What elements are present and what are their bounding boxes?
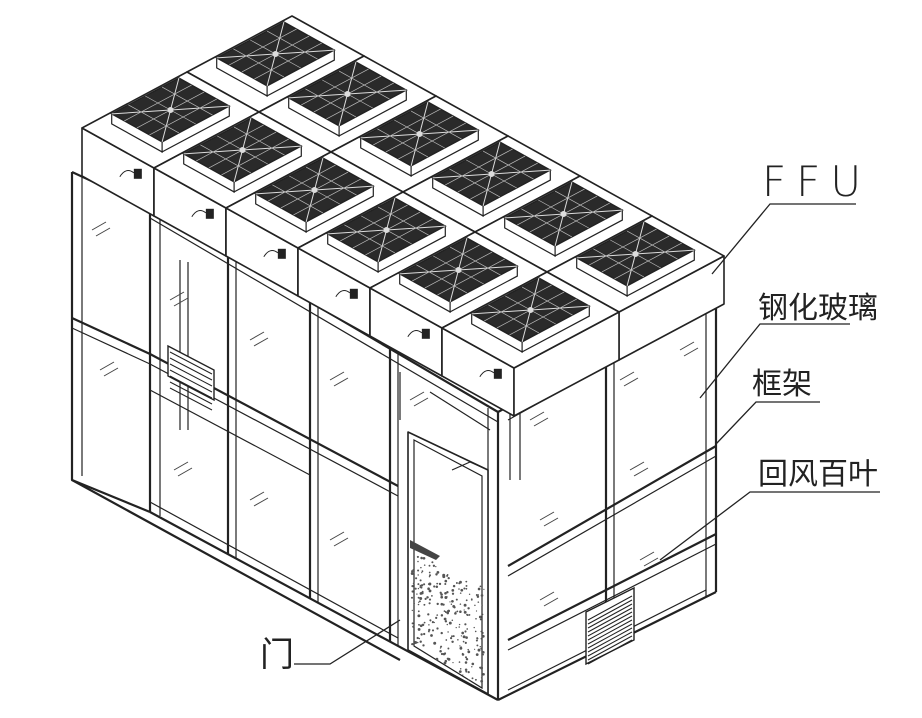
frame-back-interior	[149, 260, 521, 480]
tempered-glass-leader	[699, 323, 850, 399]
label-door: 门	[260, 635, 294, 675]
label-tempered-glass: 钢化玻璃	[758, 291, 878, 326]
ffu-units	[81, 15, 725, 417]
label-frame: 框架	[752, 367, 812, 402]
ffu-leader	[711, 203, 856, 275]
louver-vent-icon	[167, 344, 635, 666]
leader-lines	[294, 203, 880, 665]
door-floor-speckle	[410, 555, 485, 683]
return-air-louver-leader	[659, 491, 880, 561]
frame-leader	[715, 401, 820, 445]
label-ffu: FFU	[762, 157, 871, 206]
glass-reflection-icon	[91, 221, 699, 607]
door-leader	[294, 619, 401, 665]
label-return-air-louver: 回风百叶	[758, 457, 878, 492]
ffu-fan-grille-icon	[441, 271, 620, 417]
